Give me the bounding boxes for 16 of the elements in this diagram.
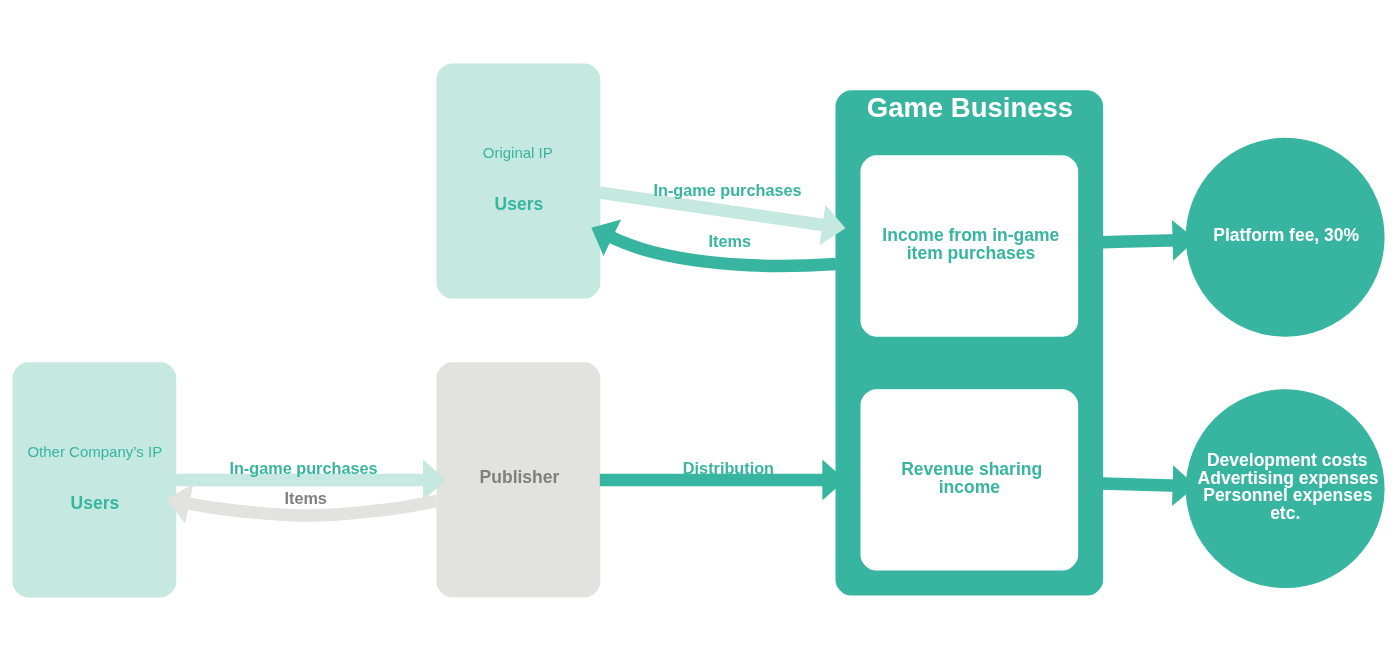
arrow: [598, 185, 846, 245]
node-box: Income from in-game item purchases: [860, 154, 1079, 337]
node-circle: Development costs Advertising expenses Personnel expenses etc.: [1185, 388, 1385, 588]
edge-label: Items: [284, 488, 327, 507]
node-box: Revenue sharing income: [860, 388, 1079, 571]
edge-label: In-game purchases: [653, 180, 802, 199]
edge-label: Distribution: [682, 458, 775, 477]
edge-label: Items: [708, 231, 751, 249]
arrow: [591, 218, 837, 272]
node-box: Original IP Users: [436, 62, 601, 299]
node-box: Other Company’s IP Users: [12, 361, 177, 597]
arrow: [175, 459, 447, 500]
arrow: [166, 483, 439, 524]
node-circle: Platform fee, 30%: [1185, 137, 1385, 337]
edge-label: In-game purchases: [229, 458, 378, 477]
node-box: Publisher: [436, 361, 601, 597]
